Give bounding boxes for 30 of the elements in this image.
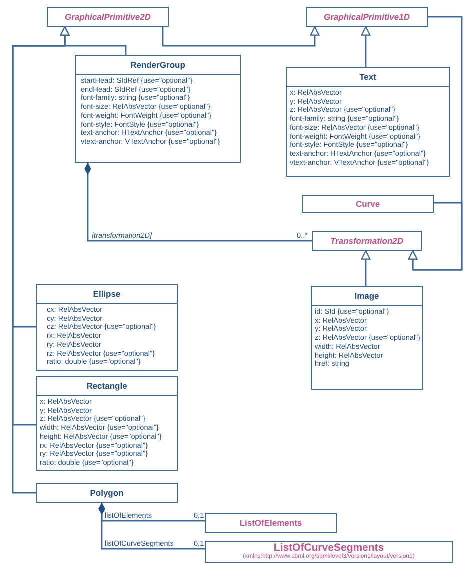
class-box [36, 284, 178, 371]
class-name: Curve [354, 198, 382, 210]
inheritance-arrow [361, 250, 371, 286]
inheritance-arrow [361, 26, 371, 67]
composition-connector [98, 503, 205, 550]
class-box [47, 7, 169, 27]
class-box [302, 195, 434, 213]
class-name: Text [287, 68, 449, 87]
class-box [75, 55, 241, 163]
class-name: Ellipse [37, 285, 177, 304]
class-box [306, 7, 428, 27]
composition-connector [84, 163, 312, 242]
class-box [36, 376, 178, 471]
class-box [311, 286, 423, 390]
class-name: Polygon [89, 488, 125, 498]
class-name: RenderGroup [76, 56, 240, 75]
class-box [312, 231, 422, 251]
class-name: ListOfCurveSegments [274, 543, 384, 554]
class-box [36, 483, 178, 503]
class-name: GraphicalPrimitive1D [323, 12, 411, 22]
class-box [205, 541, 453, 563]
class-box [205, 513, 337, 533]
class-name: Rectangle [37, 377, 177, 396]
class-name: Image [312, 287, 422, 306]
inheritance-arrow [408, 202, 463, 271]
inheritance-arrow [162, 26, 320, 47]
class-name: Transformation2D [329, 236, 405, 246]
class-name: ListOfElements [238, 518, 304, 528]
class-name: GraphicalPrimitive2D [64, 12, 152, 22]
class-box [286, 67, 450, 177]
